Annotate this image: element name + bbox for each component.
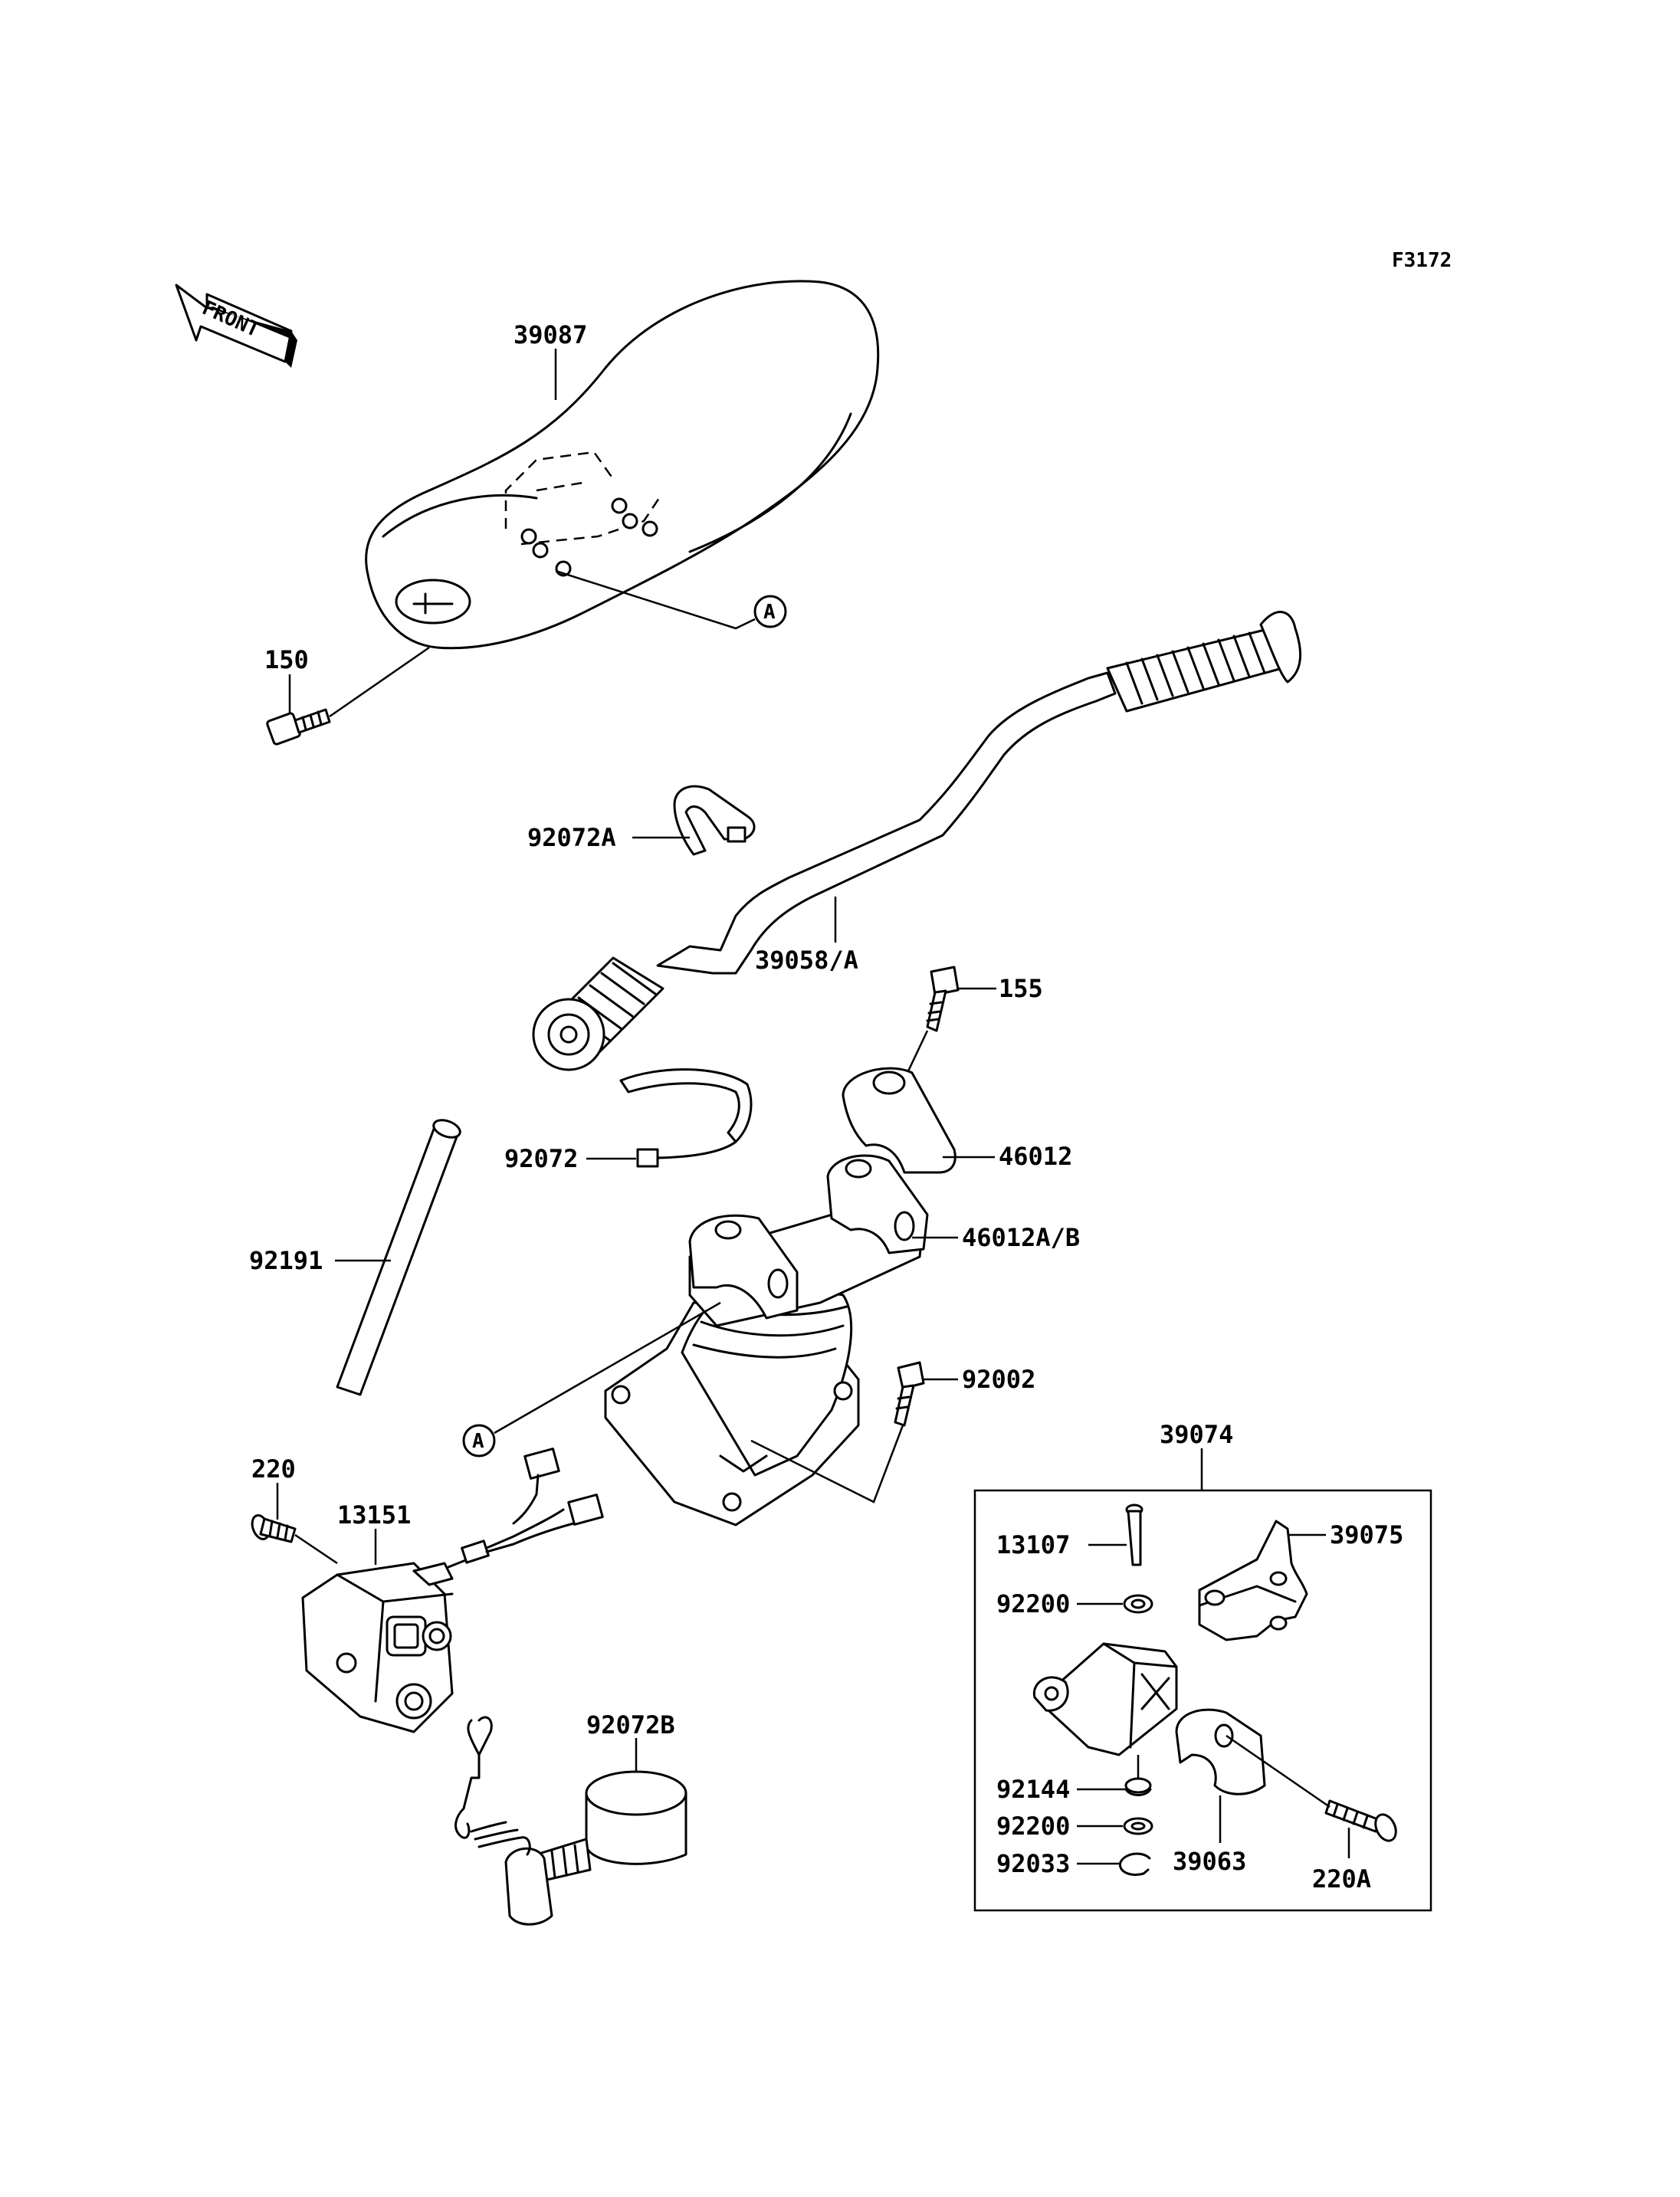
label-92200-upper: 92200 xyxy=(996,1589,1070,1618)
screw-220a xyxy=(1324,1799,1397,1842)
label-92072a: 92072A xyxy=(527,823,616,852)
leader-150-b xyxy=(329,646,430,718)
figure-code: F3172 xyxy=(1392,249,1452,272)
label-39058a: 39058/A xyxy=(755,946,858,975)
leader-220a-b xyxy=(1226,1734,1331,1808)
bolt-150 xyxy=(266,708,331,746)
ref-label-a-low: A xyxy=(472,1430,484,1453)
label-13151: 13151 xyxy=(337,1500,411,1530)
label-39087: 39087 xyxy=(514,320,587,349)
leader-220-b xyxy=(294,1533,338,1565)
label-92191: 92191 xyxy=(249,1246,323,1275)
leader-92002-b xyxy=(750,1425,904,1503)
label-39074: 39074 xyxy=(1160,1420,1233,1449)
label-46012ab: 46012A/B xyxy=(962,1223,1080,1252)
clamp-39063 xyxy=(1175,1708,1266,1795)
label-92072b: 92072B xyxy=(586,1710,675,1740)
label-39063: 39063 xyxy=(1173,1847,1246,1876)
bolt-155 xyxy=(926,966,960,1032)
spring-92144 xyxy=(1124,1777,1152,1796)
handlebar-39058a xyxy=(532,611,1302,1071)
ref-marker-a-top xyxy=(753,595,787,628)
switch-13151 xyxy=(301,1448,604,1733)
label-220: 220 xyxy=(251,1454,296,1484)
label-150: 150 xyxy=(264,645,309,674)
bolt-92002 xyxy=(894,1361,925,1427)
circlip-92033 xyxy=(1118,1852,1151,1876)
clamp-band-92072a xyxy=(673,785,756,856)
label-92002: 92002 xyxy=(962,1365,1035,1394)
subassembly-box-39074 xyxy=(973,1489,1432,1912)
clamp-46012 xyxy=(842,1067,956,1174)
ref-label-a-top: A xyxy=(763,601,776,624)
label-92033: 92033 xyxy=(996,1849,1070,1878)
ref-marker-a-low xyxy=(462,1424,496,1458)
front-arrow-icon: FRONT xyxy=(175,284,297,368)
right-grip xyxy=(1106,611,1302,713)
clamp-band-92072 xyxy=(619,1068,753,1168)
leader-ref-a-low xyxy=(494,1301,721,1435)
left-grip xyxy=(532,956,664,1071)
label-92144: 92144 xyxy=(996,1775,1070,1804)
stem-46012ab xyxy=(604,1154,929,1526)
tube-92191 xyxy=(336,1119,461,1396)
label-39075: 39075 xyxy=(1330,1520,1403,1549)
clamp-92072b xyxy=(454,1716,687,1926)
label-92200-lower: 92200 xyxy=(996,1812,1070,1841)
leader-ref-a-top xyxy=(555,569,756,630)
bracket-39075 xyxy=(1198,1520,1308,1641)
label-155: 155 xyxy=(999,974,1043,1003)
pin-13107 xyxy=(1125,1503,1144,1566)
screw-220 xyxy=(251,1514,297,1543)
lever-housing xyxy=(1032,1642,1178,1756)
washer-92200-lower xyxy=(1123,1817,1153,1835)
label-220a: 220A xyxy=(1312,1864,1371,1894)
label-46012: 46012 xyxy=(999,1142,1072,1171)
label-92072: 92072 xyxy=(504,1144,578,1173)
steering-cover-39087 xyxy=(365,280,880,650)
label-13107: 13107 xyxy=(996,1530,1070,1559)
washer-92200-upper xyxy=(1123,1594,1153,1614)
